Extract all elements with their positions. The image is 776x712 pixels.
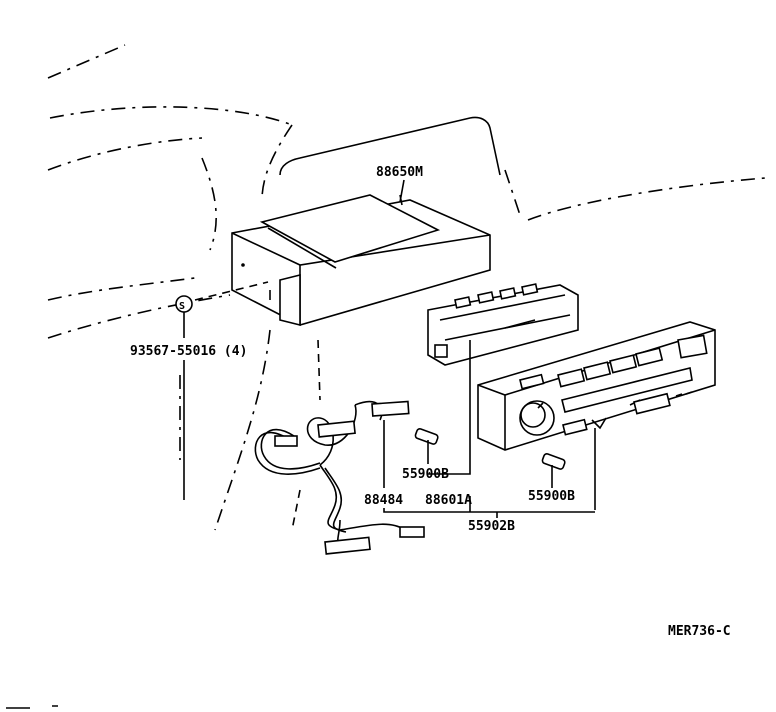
- label-wire-harness: 88484: [364, 493, 403, 508]
- screw-icon: S: [175, 295, 193, 313]
- bulb-right-icon: [541, 453, 566, 470]
- diagram-code: MER736-C: [668, 624, 731, 639]
- control-panel: [477, 321, 716, 451]
- label-control-panel: 55902B: [468, 519, 515, 534]
- label-control-assembly: 88601A: [425, 493, 472, 508]
- dashboard-outline: [47, 44, 766, 531]
- ecu-bracket: [279, 116, 501, 176]
- label-bulb-left: 55900B: [402, 467, 449, 482]
- screw-icon-glyph: S: [179, 301, 185, 312]
- control-board: [427, 283, 579, 366]
- label-ecu: 88650M: [376, 165, 423, 180]
- leader-lines: [183, 179, 596, 518]
- bulb-left-icon: [414, 428, 439, 445]
- label-bulb-right: 55900B: [528, 489, 575, 504]
- wire-harness: [254, 400, 425, 555]
- label-screw: 93567-55016 (4): [130, 344, 247, 359]
- ecu-unit: [231, 194, 491, 327]
